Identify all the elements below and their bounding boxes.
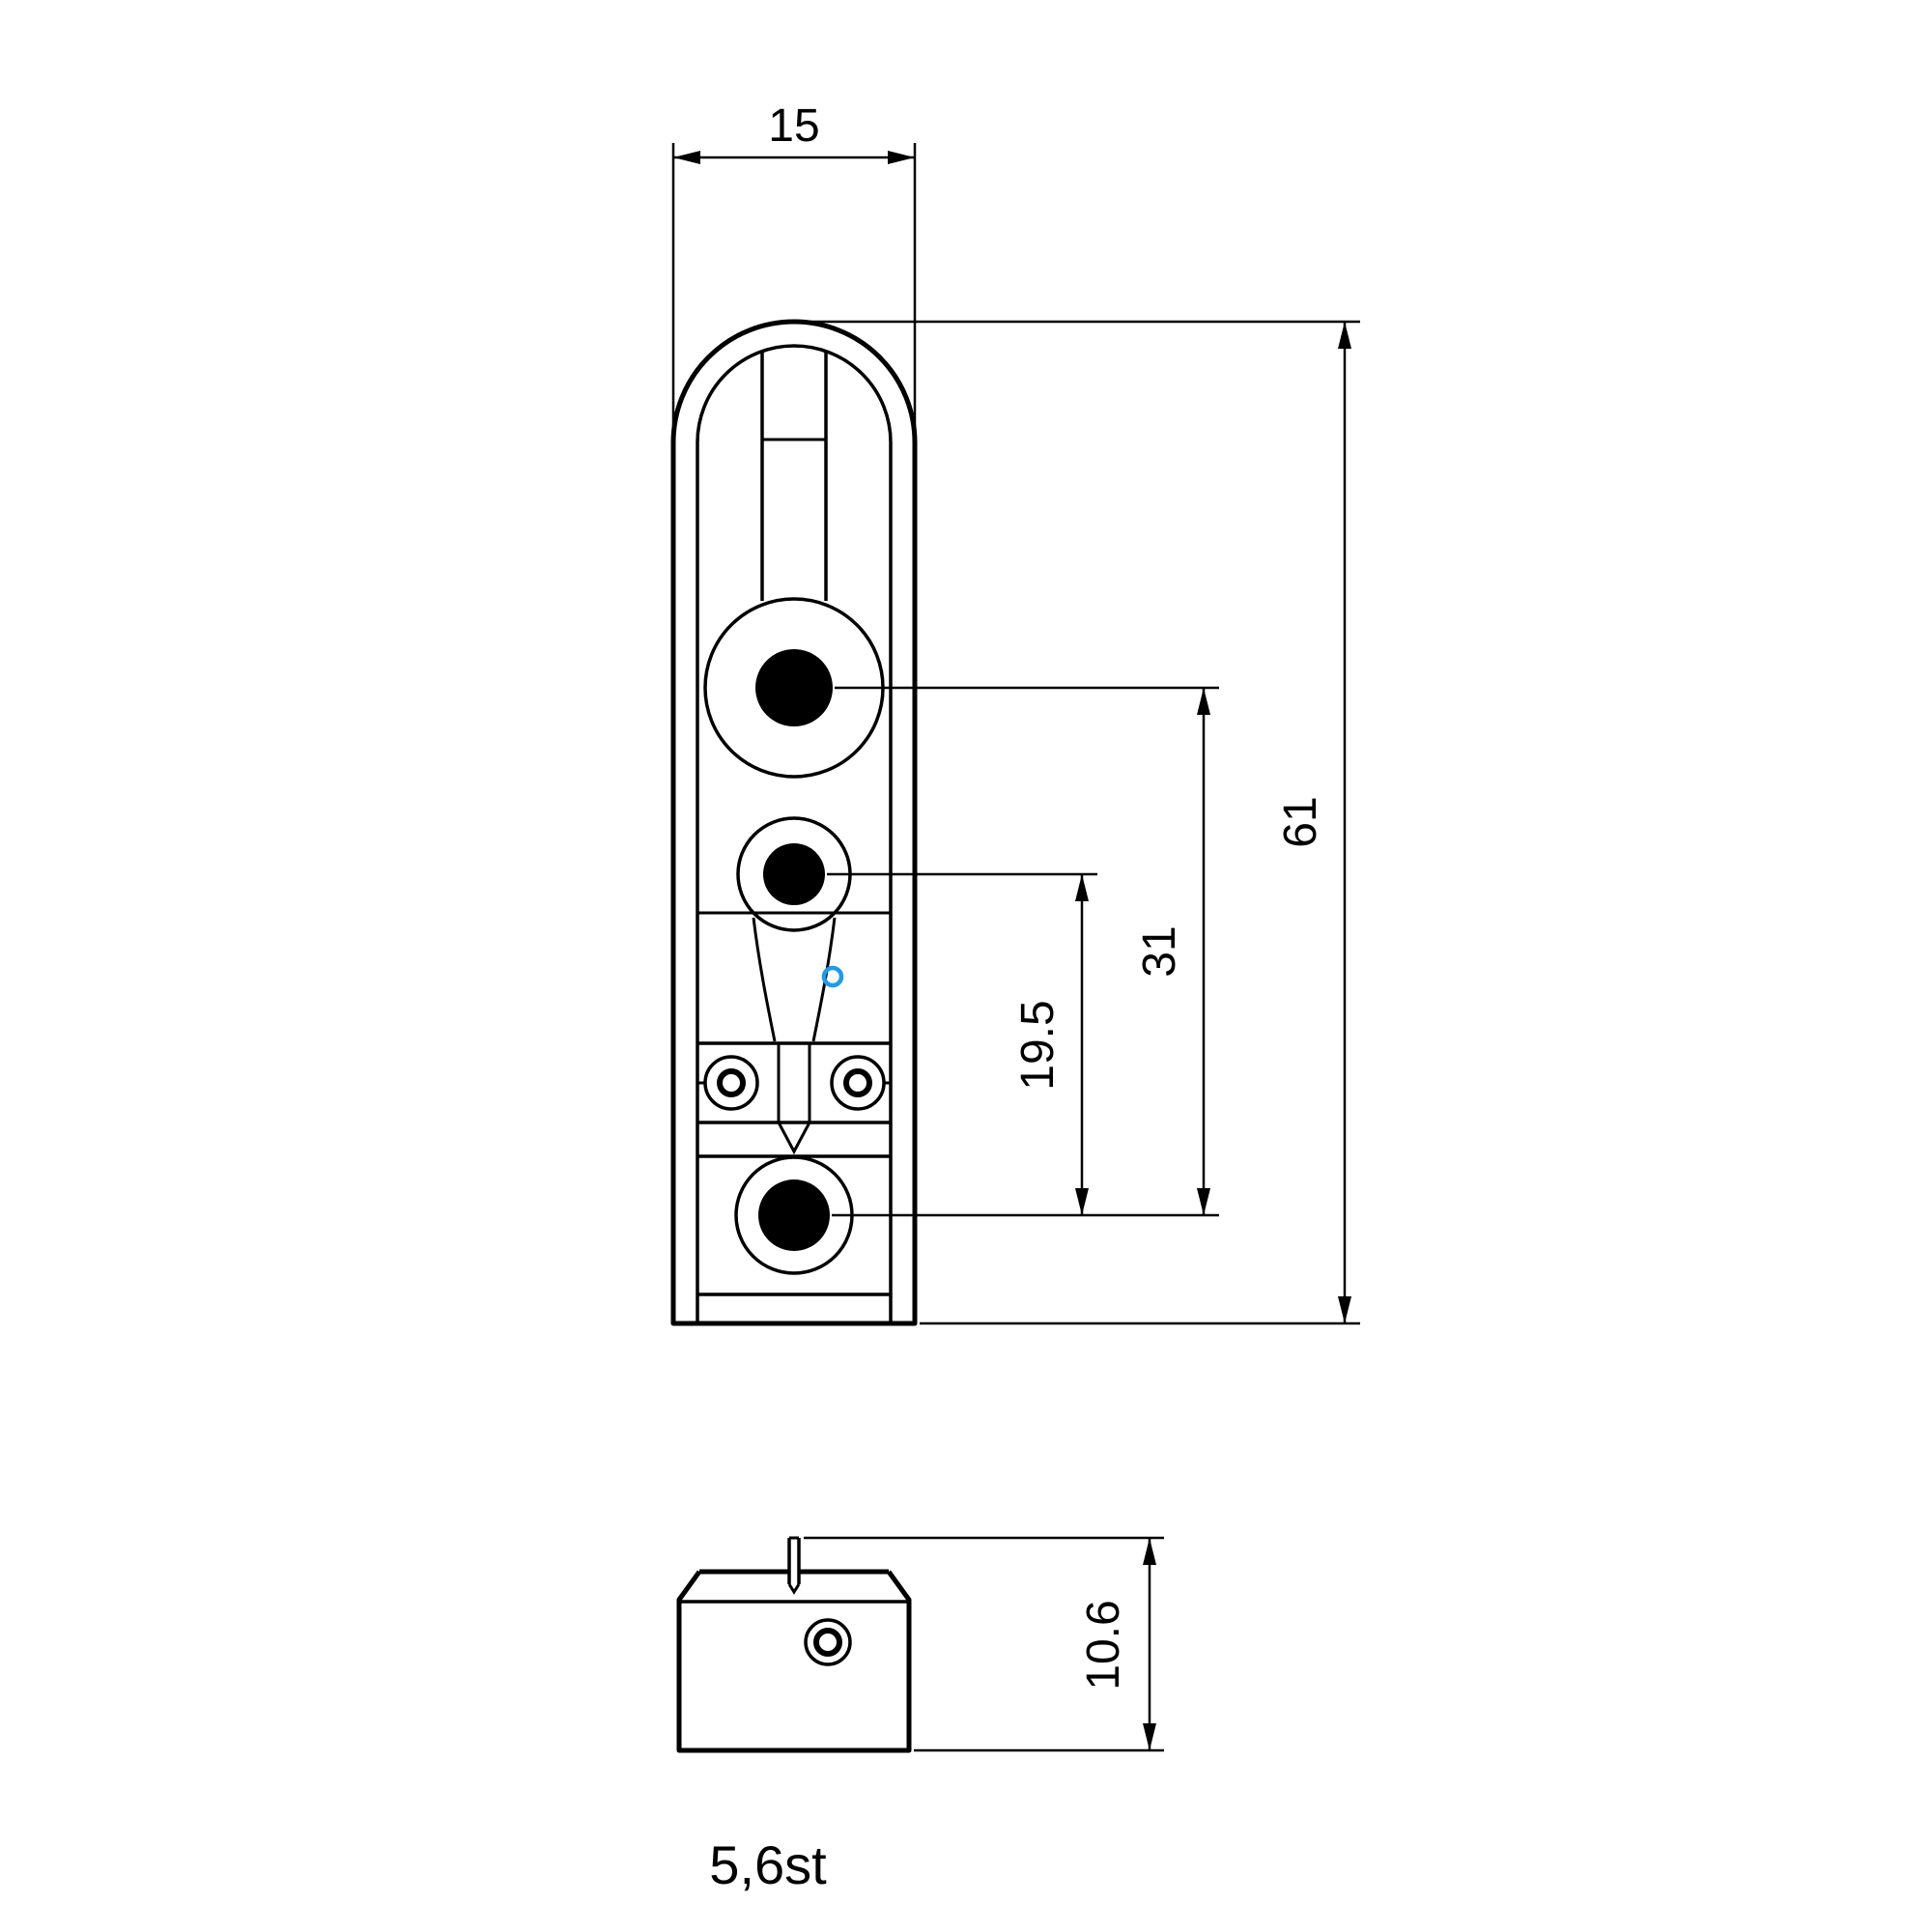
arrowhead-bottom bbox=[1338, 1296, 1351, 1323]
screw-left-socket bbox=[717, 1068, 746, 1097]
dimension-label-top-width: 15 bbox=[768, 100, 819, 152]
dimension-label-31: 31 bbox=[1134, 925, 1185, 977]
caption: 5,6st bbox=[709, 1834, 827, 1895]
dimension-label-19-5: 19.5 bbox=[1012, 1000, 1064, 1090]
arrowhead-top bbox=[1197, 688, 1210, 715]
hole-bottom bbox=[758, 1179, 830, 1251]
front-view-outline bbox=[670, 319, 918, 1326]
arrowhead-top bbox=[1075, 874, 1089, 901]
dimension-top-width: 15 bbox=[671, 100, 917, 435]
dimension-hole-spacing-31: 31 bbox=[832, 686, 1219, 1217]
arrowhead-bottom bbox=[1075, 1188, 1089, 1215]
dimension-hole-spacing-19-5: 19.5 bbox=[827, 872, 1097, 1215]
blue-marker-circle bbox=[821, 965, 844, 988]
bottom-view-outline bbox=[676, 1569, 912, 1753]
slot-taper-right bbox=[811, 917, 837, 1042]
dimension-bracket-height: 10.6 bbox=[804, 1536, 1164, 1752]
front-view bbox=[670, 319, 918, 1326]
screw-left-outer bbox=[703, 1055, 759, 1111]
arrowhead-bottom bbox=[1197, 1188, 1210, 1215]
arrowhead-left bbox=[673, 151, 700, 164]
screw-right-socket bbox=[843, 1068, 872, 1097]
center-tab-notch bbox=[777, 1122, 811, 1155]
bottom-view-hole-inner bbox=[813, 1628, 842, 1657]
arrowhead-top bbox=[1143, 1538, 1156, 1565]
screw-right-outer bbox=[830, 1055, 886, 1111]
dimension-label-overall-height: 61 bbox=[1275, 796, 1326, 847]
pin-tip bbox=[787, 1583, 801, 1595]
hole-top bbox=[755, 649, 833, 726]
bottom-view-hole-outer bbox=[804, 1618, 852, 1666]
hole-middle bbox=[763, 843, 825, 905]
arrowhead-top bbox=[1338, 322, 1351, 349]
arrowhead-bottom bbox=[1143, 1723, 1156, 1750]
dimension-label-10-6: 10.6 bbox=[1078, 1600, 1129, 1690]
dimension-overall-height: 61 bbox=[806, 320, 1360, 1325]
inner-dome-arc bbox=[696, 344, 893, 443]
arrowhead-right bbox=[888, 151, 915, 164]
bottom-view bbox=[676, 1536, 912, 1753]
slot-taper-left bbox=[752, 917, 777, 1042]
